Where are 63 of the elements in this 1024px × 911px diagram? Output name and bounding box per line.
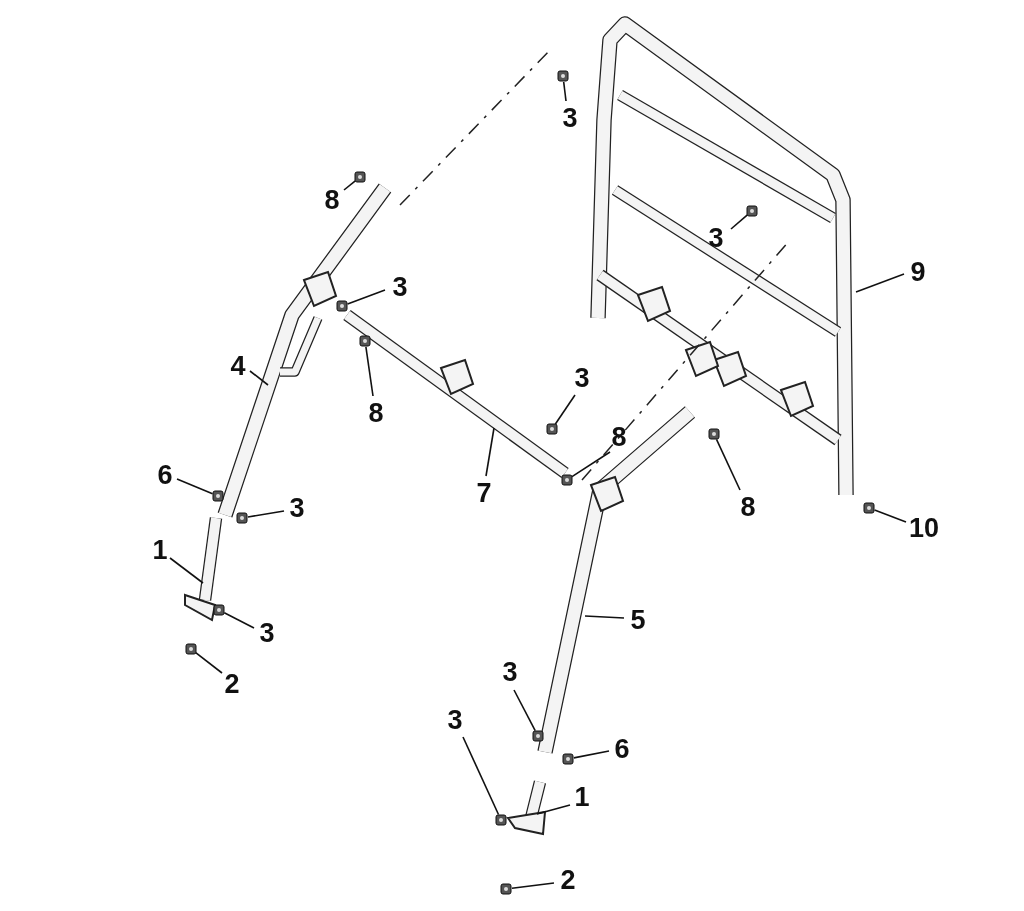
callout-number: 3 [562, 104, 578, 132]
fastener-icon [562, 753, 574, 765]
leader-line [194, 651, 223, 674]
callout-number: 1 [152, 536, 168, 564]
callout-number: 9 [910, 258, 926, 286]
leader-line [855, 273, 905, 293]
fastener-icon [359, 335, 371, 347]
callout-number: 8 [368, 399, 384, 427]
leader-line [562, 81, 567, 102]
leader-line [511, 882, 555, 890]
leader-line [485, 427, 495, 477]
leader-line [584, 615, 625, 619]
fastener-icon [557, 70, 569, 82]
callout-number: 8 [324, 186, 340, 214]
leader-line [554, 394, 576, 425]
fastener-icon [236, 512, 248, 524]
callout-number: 3 [447, 706, 463, 734]
callout-number: 3 [392, 273, 408, 301]
leader-line [730, 214, 749, 230]
leader-line [462, 736, 500, 816]
callout-number: 5 [630, 606, 646, 634]
leader-line [176, 478, 214, 495]
fastener-icon [213, 604, 225, 616]
leader-line [223, 611, 255, 629]
callout-number: 3 [502, 658, 518, 686]
fastener-icon [532, 730, 544, 742]
callout-number: 6 [614, 735, 630, 763]
callout-number: 2 [224, 670, 240, 698]
leader-line [346, 289, 386, 305]
callout-number: 7 [476, 479, 492, 507]
leader-line [536, 804, 571, 815]
leader-line [247, 510, 285, 518]
callout-number: 6 [157, 461, 173, 489]
leader-line [169, 557, 204, 584]
callout-number: 3 [574, 364, 590, 392]
fastener-icon [500, 883, 512, 895]
leader-line [513, 689, 536, 732]
callout-number: 10 [909, 514, 939, 542]
callout-number: 2 [560, 866, 576, 894]
leader-line [249, 370, 269, 386]
leader-line [573, 750, 610, 759]
fastener-icon [708, 428, 720, 440]
fastener-icon [336, 300, 348, 312]
fastener-icon [212, 490, 224, 502]
fastener-icon [546, 423, 558, 435]
leader-line [571, 451, 611, 478]
callout-number: 1 [574, 783, 590, 811]
fastener-icon [354, 171, 366, 183]
fastener-icon [746, 205, 758, 217]
fastener-icon [185, 643, 197, 655]
leader-line [365, 346, 374, 397]
leader-line [343, 180, 357, 191]
fastener-icon [863, 502, 875, 514]
callout-number: 3 [259, 619, 275, 647]
callout-number: 4 [230, 352, 246, 380]
callout-number: 3 [708, 224, 724, 252]
callout-number: 3 [289, 494, 305, 522]
leader-line [873, 509, 907, 523]
fastener-icon [495, 814, 507, 826]
callout-number: 8 [611, 423, 627, 451]
callout-number: 8 [740, 493, 756, 521]
fastener-icon [561, 474, 573, 486]
leader-line [715, 438, 741, 491]
